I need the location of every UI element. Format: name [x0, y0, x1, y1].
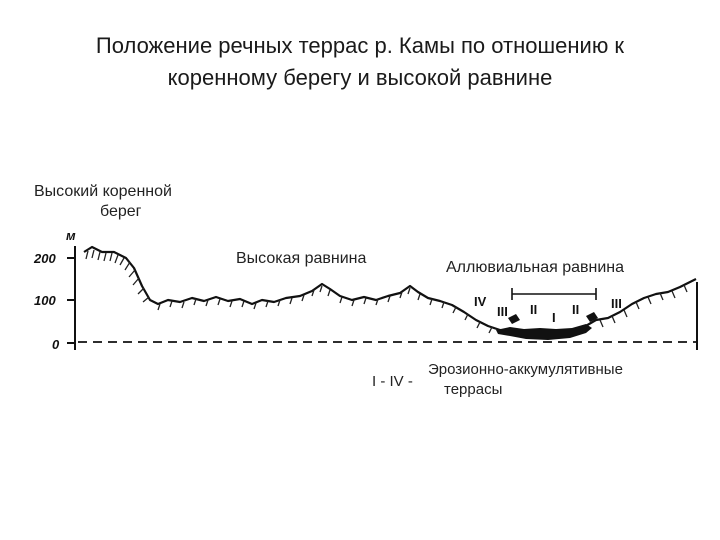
- terrace-label-ii-right: II: [572, 302, 579, 317]
- terrace-label-iii-right: III: [611, 296, 622, 311]
- tick-label-100: 100: [34, 293, 56, 308]
- high-plain-label: Высокая равнина: [236, 250, 367, 267]
- terrace-label-iv: IV: [474, 294, 487, 309]
- terrace-label-iii-left: III: [497, 304, 508, 319]
- tick-label-200: 200: [33, 251, 56, 266]
- axis-unit-label: м: [66, 228, 76, 243]
- high-bank-label-line-2: берег: [100, 203, 142, 220]
- terrace-patch-left: [508, 314, 520, 324]
- legend-text-line-1: Эрозионно-аккумулятивные: [428, 361, 623, 378]
- tick-label-0: 0: [52, 337, 60, 352]
- terrace-label-i: I: [552, 310, 556, 325]
- high-bank-label-line-1: Высокий коренной: [34, 183, 172, 200]
- legend-key: I - IV -: [372, 373, 413, 390]
- legend-text-line-2: террасы: [444, 381, 502, 398]
- alluvial-plain-label: Аллювиальная равнина: [446, 259, 624, 276]
- alluvial-plain-bracket: [512, 288, 596, 300]
- alluvial-deposit: [496, 324, 592, 340]
- terrace-label-ii-left: II: [530, 302, 537, 317]
